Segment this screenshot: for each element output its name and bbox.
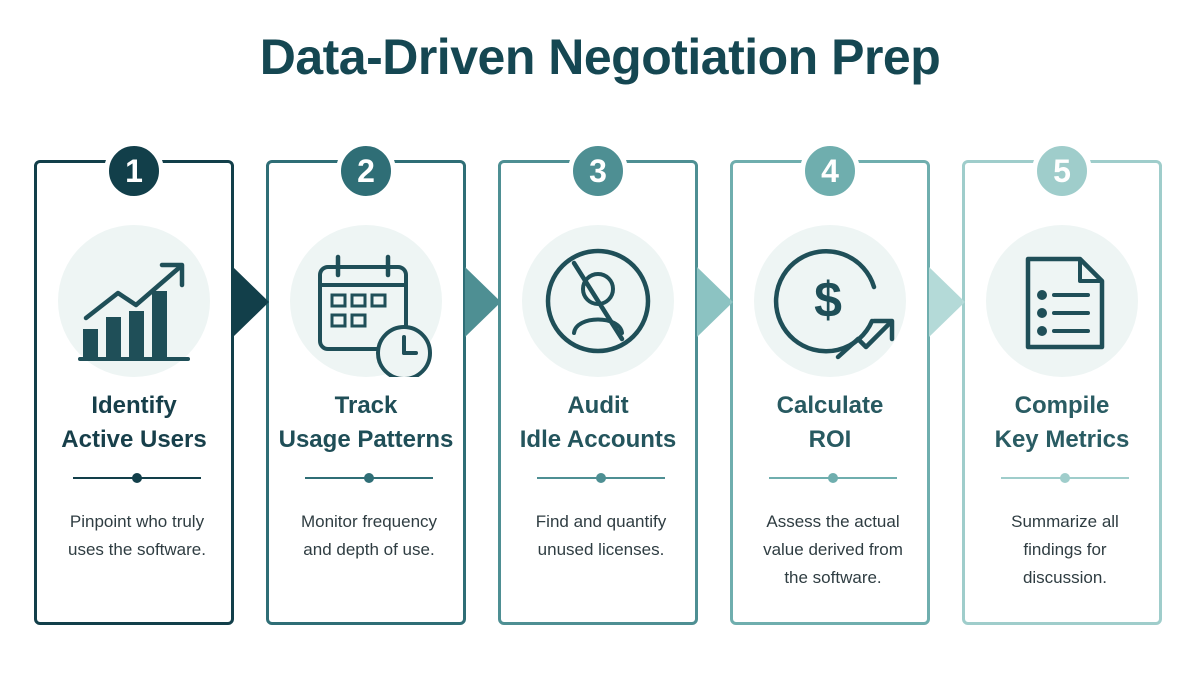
step-title-line: Idle Accounts — [519, 426, 677, 453]
step-title: Compile Key Metrics — [965, 389, 1159, 457]
arrow-right-icon — [233, 267, 269, 337]
step-number-badge: 5 — [1032, 141, 1092, 201]
step-description: Monitor frequency and depth of use. — [279, 508, 459, 564]
document-list-icon — [1025, 256, 1105, 350]
divider-dot — [596, 473, 606, 483]
step-description-line: Find and quantify — [535, 512, 667, 531]
arrow-right-icon — [697, 267, 733, 337]
step-description-line: discussion. — [1022, 568, 1108, 587]
bar-chart-growth-icon — [78, 262, 190, 361]
divider-dot — [364, 473, 374, 483]
step-description: Summarize all findings for discussion. — [975, 508, 1155, 592]
arrow-right-icon — [465, 267, 501, 337]
icon-circle — [986, 225, 1138, 377]
step-title-line: Calculate — [776, 392, 884, 419]
step-description-line: value derived from — [763, 540, 903, 559]
step-card-5: 5 Compile Key Metrics Summarize all find… — [962, 141, 1162, 625]
divider — [769, 473, 897, 483]
step-title-line: Audit — [567, 392, 629, 419]
step-description-line: findings for — [1023, 540, 1107, 559]
step-description-line: uses the software. — [68, 540, 206, 559]
calendar-clock-icon — [318, 254, 432, 377]
page-title: Data-Driven Negotiation Prep — [259, 29, 941, 85]
step-description-line: Summarize all — [1011, 512, 1119, 531]
step-card-1: 1 Identify Active Users Pinpoint who tru… — [34, 141, 234, 625]
step-title: Identify Active Users — [37, 389, 231, 457]
step-card-4: 4 $ Calculate ROI Assess the actual valu… — [730, 141, 930, 625]
step-title: Track Usage Patterns — [269, 389, 463, 457]
divider — [537, 473, 665, 483]
divider — [305, 473, 433, 483]
step-title-line: Identify — [91, 392, 177, 419]
divider-dot — [828, 473, 838, 483]
dollar-growth-icon: $ — [773, 248, 895, 360]
step-number-badge: 2 — [336, 141, 396, 201]
icon-circle — [290, 225, 442, 377]
step-description-line: the software. — [784, 568, 882, 587]
step-title-line: Track — [334, 392, 398, 419]
divider — [73, 473, 201, 483]
icon-circle — [522, 225, 674, 377]
step-number-badge: 4 — [800, 141, 860, 201]
step-number-badge: 1 — [104, 141, 164, 201]
step-description-line: Monitor frequency — [300, 512, 438, 531]
step-title-line: Usage Patterns — [278, 426, 454, 453]
step-card-2: 2 Track Usage Patterns Monitor frequency… — [266, 141, 466, 625]
step-description-line: Assess the actual — [766, 512, 900, 531]
step-description: Pinpoint who truly uses the software. — [47, 508, 227, 564]
step-number-badge: 3 — [568, 141, 628, 201]
user-slash-icon — [545, 248, 651, 354]
icon-circle — [58, 225, 210, 377]
step-title: Calculate ROI — [733, 389, 927, 457]
arrow-right-icon — [929, 267, 965, 337]
step-title-line: ROI — [808, 426, 852, 453]
step-description: Find and quantify unused licenses. — [511, 508, 691, 564]
step-description-line: Pinpoint who truly — [69, 512, 205, 531]
svg-text:$: $ — [814, 272, 842, 328]
icon-circle: $ — [754, 225, 906, 377]
step-title: Audit Idle Accounts — [501, 389, 695, 457]
step-title-line: Key Metrics — [994, 426, 1130, 453]
step-title-line: Active Users — [61, 426, 207, 453]
divider-dot — [1060, 473, 1070, 483]
step-description-line: unused licenses. — [537, 540, 665, 559]
step-title-line: Compile — [1014, 392, 1110, 419]
step-card-3: 3 Audit Idle Accounts Find and quantify … — [498, 141, 698, 625]
divider — [1001, 473, 1129, 483]
divider-dot — [132, 473, 142, 483]
step-description: Assess the actual value derived from the… — [743, 508, 923, 592]
step-description-line: and depth of use. — [303, 540, 435, 559]
